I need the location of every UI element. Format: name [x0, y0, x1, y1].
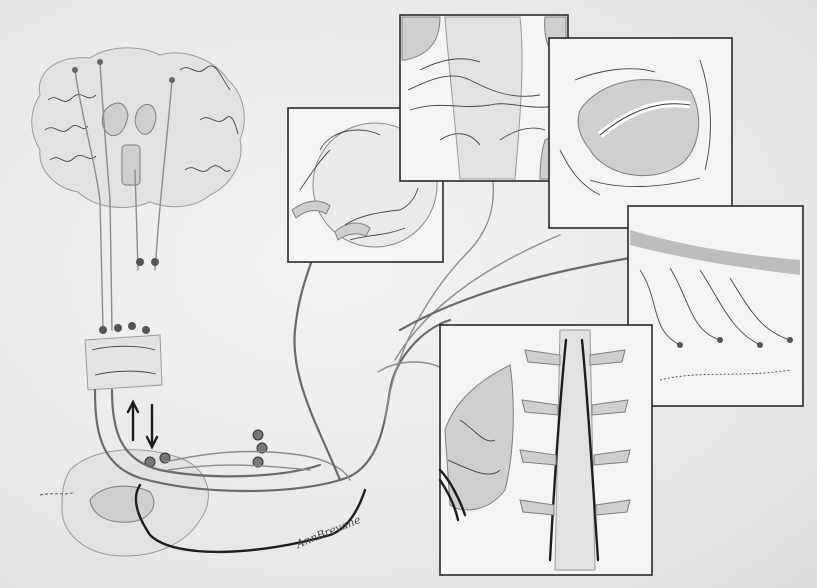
facet-joint-panel: [549, 38, 732, 228]
skin-fascia-panel: [628, 206, 803, 406]
artist-signature: AnnBrevane: [293, 513, 363, 551]
vertebral-disc-panel: [400, 15, 568, 181]
spinal-cord-segment: [85, 258, 162, 390]
lumbar-spine-panel: [440, 325, 652, 575]
brain-cross-section: [32, 48, 244, 330]
